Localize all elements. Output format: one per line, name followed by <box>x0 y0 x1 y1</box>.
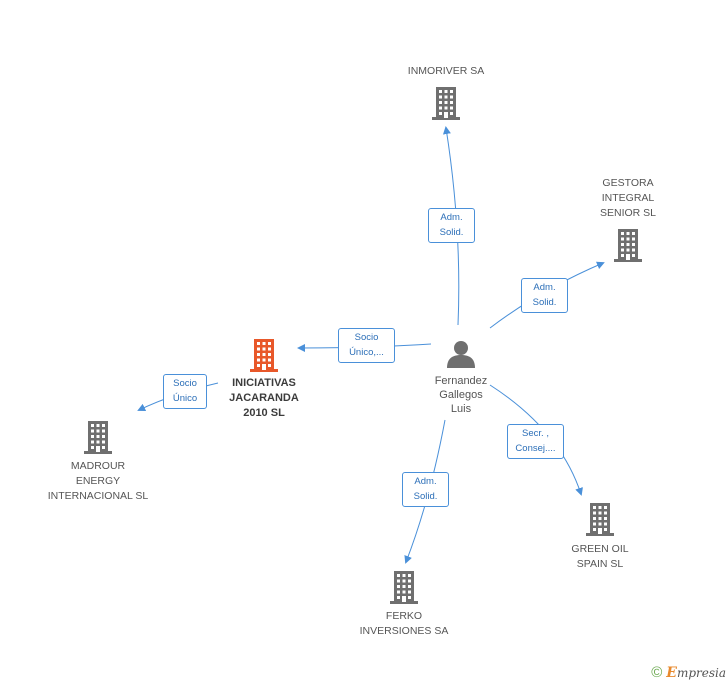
company-node-madrour[interactable]: MADROUR ENERGY INTERNACIONAL SL <box>38 420 158 506</box>
relation-label-madrour: Socio Único <box>163 374 207 409</box>
company-label: FERKO INVERSIONES SA <box>359 610 449 637</box>
company-node-gestora[interactable]: GESTORA INTEGRAL SENIOR SL <box>586 176 670 266</box>
company-node-iniciativas[interactable]: INICIATIVAS JACARANDA 2010 SL <box>216 338 312 424</box>
person-icon <box>447 341 475 368</box>
building-icon <box>614 229 642 262</box>
building-icon <box>250 339 278 372</box>
company-label: GREEN OIL SPAIN SL <box>571 543 629 570</box>
company-node-greenoil[interactable]: GREEN OIL SPAIN SL <box>556 502 644 574</box>
building-icon <box>390 571 418 604</box>
building-icon <box>586 503 614 536</box>
person-node[interactable]: Fernandez Gallegos Luis <box>416 340 506 420</box>
company-label: MADROUR ENERGY INTERNACIONAL SL <box>47 460 149 502</box>
company-label: INMORIVER SA <box>407 65 485 77</box>
relation-label-greenoil: Secr. , Consej.... <box>507 424 564 459</box>
relation-label-gestora: Adm. Solid. <box>521 278 568 313</box>
copyright-icon: © <box>651 664 663 681</box>
brand-logo: Empresia <box>666 664 726 681</box>
company-label: INICIATIVAS JACARANDA 2010 SL <box>229 377 299 419</box>
company-node-inmoriver[interactable]: INMORIVER SA <box>396 64 496 124</box>
relation-label-inmoriver: Adm. Solid. <box>428 208 475 243</box>
relation-label-ferko: Adm. Solid. <box>402 472 449 507</box>
person-label: Fernandez Gallegos Luis <box>434 375 488 415</box>
company-node-ferko[interactable]: FERKO INVERSIONES SA <box>352 570 456 640</box>
footer-brand: © Empresia <box>651 664 726 681</box>
building-icon <box>84 421 112 454</box>
company-label: GESTORA INTEGRAL SENIOR SL <box>599 177 657 219</box>
relation-label-iniciativas: Socio Único,... <box>338 328 395 363</box>
building-icon <box>432 87 460 120</box>
